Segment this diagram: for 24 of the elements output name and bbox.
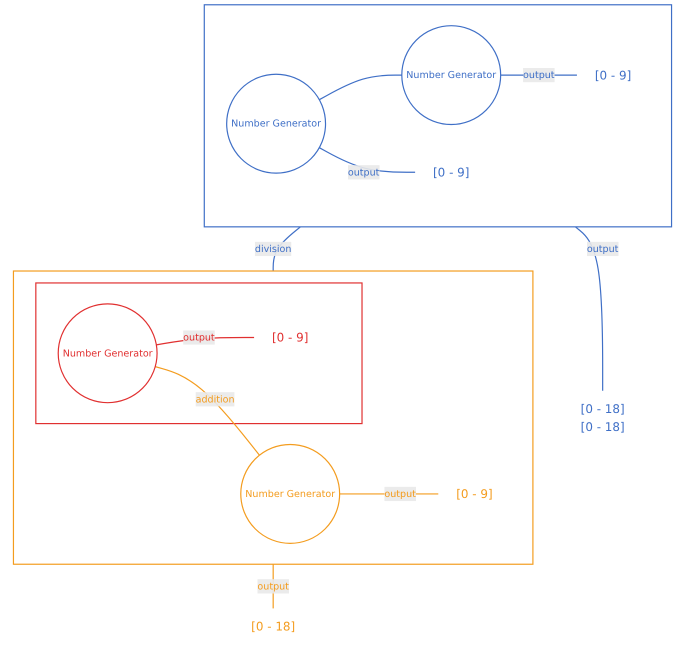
node-text: [0 - 9]	[594, 68, 632, 82]
edge-label: output	[384, 488, 416, 500]
edge-label: output	[257, 580, 289, 592]
node-circle: Number Generator	[240, 444, 340, 544]
node-text: [0 - 18]	[251, 619, 296, 634]
edge-label: output	[586, 242, 618, 254]
connector	[574, 226, 604, 391]
edge-label: addition	[196, 393, 235, 405]
edge-label: output	[348, 166, 380, 178]
connector	[319, 74, 402, 100]
node-text: [0 - 9]	[456, 486, 493, 502]
node-circle: Number Generator	[226, 74, 326, 174]
node-circle: Number Generator	[401, 25, 502, 126]
cluster	[12, 270, 534, 565]
cluster	[35, 282, 363, 424]
node-text: [0 - 18] [0 - 18]	[580, 402, 625, 434]
cluster	[204, 4, 672, 228]
edge-label: output	[183, 332, 215, 343]
node-text: [0 - 9]	[433, 165, 470, 180]
connector	[155, 366, 260, 456]
node-circle: Number Generator	[58, 303, 158, 404]
node-text: [0 - 9]	[272, 330, 308, 345]
edge-label: output	[523, 69, 555, 80]
edge-label: division	[254, 242, 292, 254]
